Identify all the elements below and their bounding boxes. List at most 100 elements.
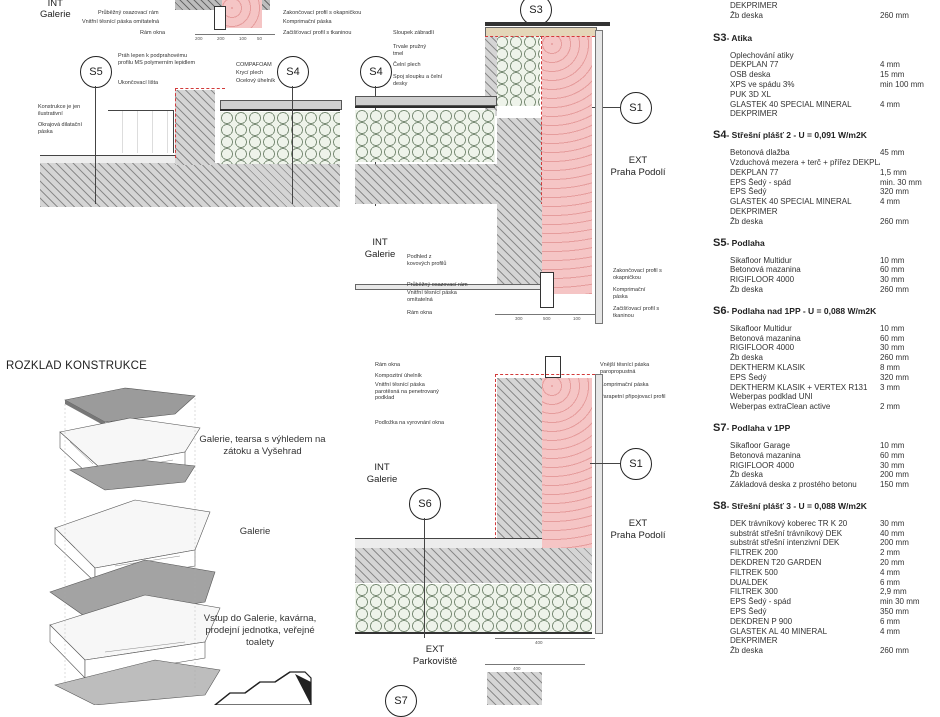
label-window-frame-b: Rám okna bbox=[375, 362, 401, 368]
seal-line-b bbox=[495, 374, 595, 375]
dims-row-b2: 400 bbox=[485, 664, 585, 671]
material-name: DUALDEK bbox=[730, 577, 768, 587]
roof-paving-mid bbox=[355, 96, 497, 106]
material-name: EPS Šedý - spád bbox=[730, 597, 791, 607]
composition-code: S7 bbox=[713, 421, 727, 434]
seal-line-mid bbox=[485, 36, 595, 37]
material-thickness: 6 mm bbox=[879, 616, 900, 626]
material-name: Betonová mazanina bbox=[730, 450, 801, 460]
material-thickness bbox=[880, 636, 938, 646]
window-frame-mid bbox=[540, 272, 554, 308]
leader-s1-bottom bbox=[590, 463, 620, 464]
floor-slab-b bbox=[355, 548, 592, 583]
detail-left-top: INT Galerie Průběžný osazovací rám Vnitř… bbox=[0, 0, 361, 215]
material-thickness: 10 mm bbox=[879, 255, 905, 265]
composition-code: S6 bbox=[713, 304, 727, 317]
label-compress-tape-mid: Komprimační páska bbox=[613, 287, 646, 300]
material-name: DEKPRIMER bbox=[730, 206, 778, 216]
dims-row-top: 200 200 100 50 bbox=[195, 34, 275, 43]
composition-title: - Podlaha bbox=[726, 237, 765, 248]
composition-row: EPS Šedý - spád min 30 mm bbox=[730, 597, 938, 607]
caption-top: Galerie, tearsa s výhledem na zátoku a V… bbox=[199, 434, 326, 457]
dim-b-1: 400 bbox=[535, 640, 543, 645]
detail-middle-bottom: Rám okna Kompozitní úhelník Vnitřní těsn… bbox=[345, 340, 710, 717]
composition-row: DEKPRIMER bbox=[730, 109, 938, 119]
material-name: XPS ve spádu 3% bbox=[730, 79, 795, 89]
label-window-frame-mid: Rám okna bbox=[407, 310, 433, 316]
material-thickness: 3 mm bbox=[879, 382, 900, 392]
material-name: RIGIFLOOR 4000 bbox=[730, 460, 795, 470]
floor-slab-left bbox=[40, 163, 340, 207]
label-plaster-profile: Začišťovací profil s tkaninou bbox=[283, 30, 352, 36]
label-compress-tape: Komprimační páska bbox=[283, 19, 332, 25]
dim-mid-1: 300 bbox=[515, 316, 523, 321]
material-name: OSB deska bbox=[730, 70, 771, 80]
material-thickness bbox=[880, 109, 938, 119]
material-name: DEKPRIMER bbox=[730, 109, 778, 119]
label-closing-profile: Zakončovací profil s okapničkou bbox=[283, 10, 362, 16]
material-thickness: 4 mm bbox=[879, 626, 900, 636]
material-thickness: 60 mm bbox=[879, 450, 905, 460]
material-thickness: 30 mm bbox=[879, 275, 905, 285]
attic-cap bbox=[485, 22, 610, 26]
composition-row: DUALDEK 6 mm bbox=[730, 578, 938, 588]
material-name: Žb deska bbox=[730, 353, 763, 363]
callout-s4-left[interactable]: S4 bbox=[277, 56, 309, 88]
material-thickness: min 100 mm bbox=[879, 79, 924, 89]
ext-label-mid-sub: Praha Podolí bbox=[610, 167, 666, 178]
composition-title: - Atika bbox=[726, 32, 753, 43]
material-thickness: 4 mm bbox=[879, 60, 900, 70]
callout-s5[interactable]: S5 bbox=[80, 56, 112, 88]
material-thickness: 20 mm bbox=[879, 558, 905, 568]
callout-s7[interactable]: S7 bbox=[385, 685, 417, 717]
composition-row: Vzduchová mezera + terč + přířez DEKPLAN… bbox=[730, 158, 938, 168]
int-label-text: INT bbox=[47, 0, 63, 9]
label-closing-profile-mid: Zakončovací profil s okapničkou bbox=[613, 268, 662, 281]
material-thickness: 1,5 mm bbox=[879, 167, 907, 177]
attic-xps bbox=[495, 36, 540, 106]
material-name: RIGIFLOOR 4000 bbox=[730, 343, 795, 353]
label-composite-angle: Kompozitní úhelník bbox=[375, 373, 422, 379]
material-name: Weberpas extraClean active bbox=[730, 402, 831, 412]
label-post-joint: Spoj sloupku a čelní desky bbox=[393, 74, 443, 87]
callout-s1-bottom[interactable]: S1 bbox=[620, 448, 652, 480]
callout-s6[interactable]: S6 bbox=[409, 488, 441, 520]
composition-title: - Podlaha nad 1PP - U = 0,088 W/m2K bbox=[726, 305, 877, 316]
material-name: Betonová mazanina bbox=[730, 333, 801, 343]
facade-panel-b bbox=[595, 374, 603, 634]
material-thickness: min 30 mm bbox=[879, 597, 920, 607]
callout-s4-mid[interactable]: S4 bbox=[360, 56, 392, 88]
material-name: DEKTHERM KLASIK + VERTEX R131 bbox=[730, 382, 868, 392]
material-thickness: 6 mm bbox=[879, 577, 900, 587]
callout-s4-mid-text: S4 bbox=[369, 66, 383, 78]
material-name: Žb deska bbox=[730, 646, 763, 656]
composition-row: DEKPRIMER bbox=[730, 207, 938, 217]
material-thickness: 10 mm bbox=[879, 440, 905, 450]
dim-mid-3: 100 bbox=[573, 316, 581, 321]
callout-s1-top[interactable]: S1 bbox=[620, 92, 652, 124]
detail-middle-top: Sloupek zábradlí Trvale pružný tmel Čeln… bbox=[345, 0, 710, 330]
material-thickness: 2,9 mm bbox=[879, 587, 907, 597]
caption-bottom: Vstup do Galerie, kavárna, prodejní jedn… bbox=[203, 613, 317, 648]
label-outer-tape: Vnější těsnící páska paropropustná bbox=[600, 362, 650, 375]
material-name: Základová deska z prostého betonu bbox=[730, 480, 857, 490]
material-name: Žb deska bbox=[730, 216, 763, 226]
material-thickness: 30 mm bbox=[879, 460, 905, 470]
stair-illustration bbox=[108, 110, 174, 153]
callout-s6-text: S6 bbox=[418, 498, 432, 510]
seal-line-left bbox=[175, 88, 225, 89]
callout-s1-bottom-text: S1 bbox=[629, 458, 643, 470]
